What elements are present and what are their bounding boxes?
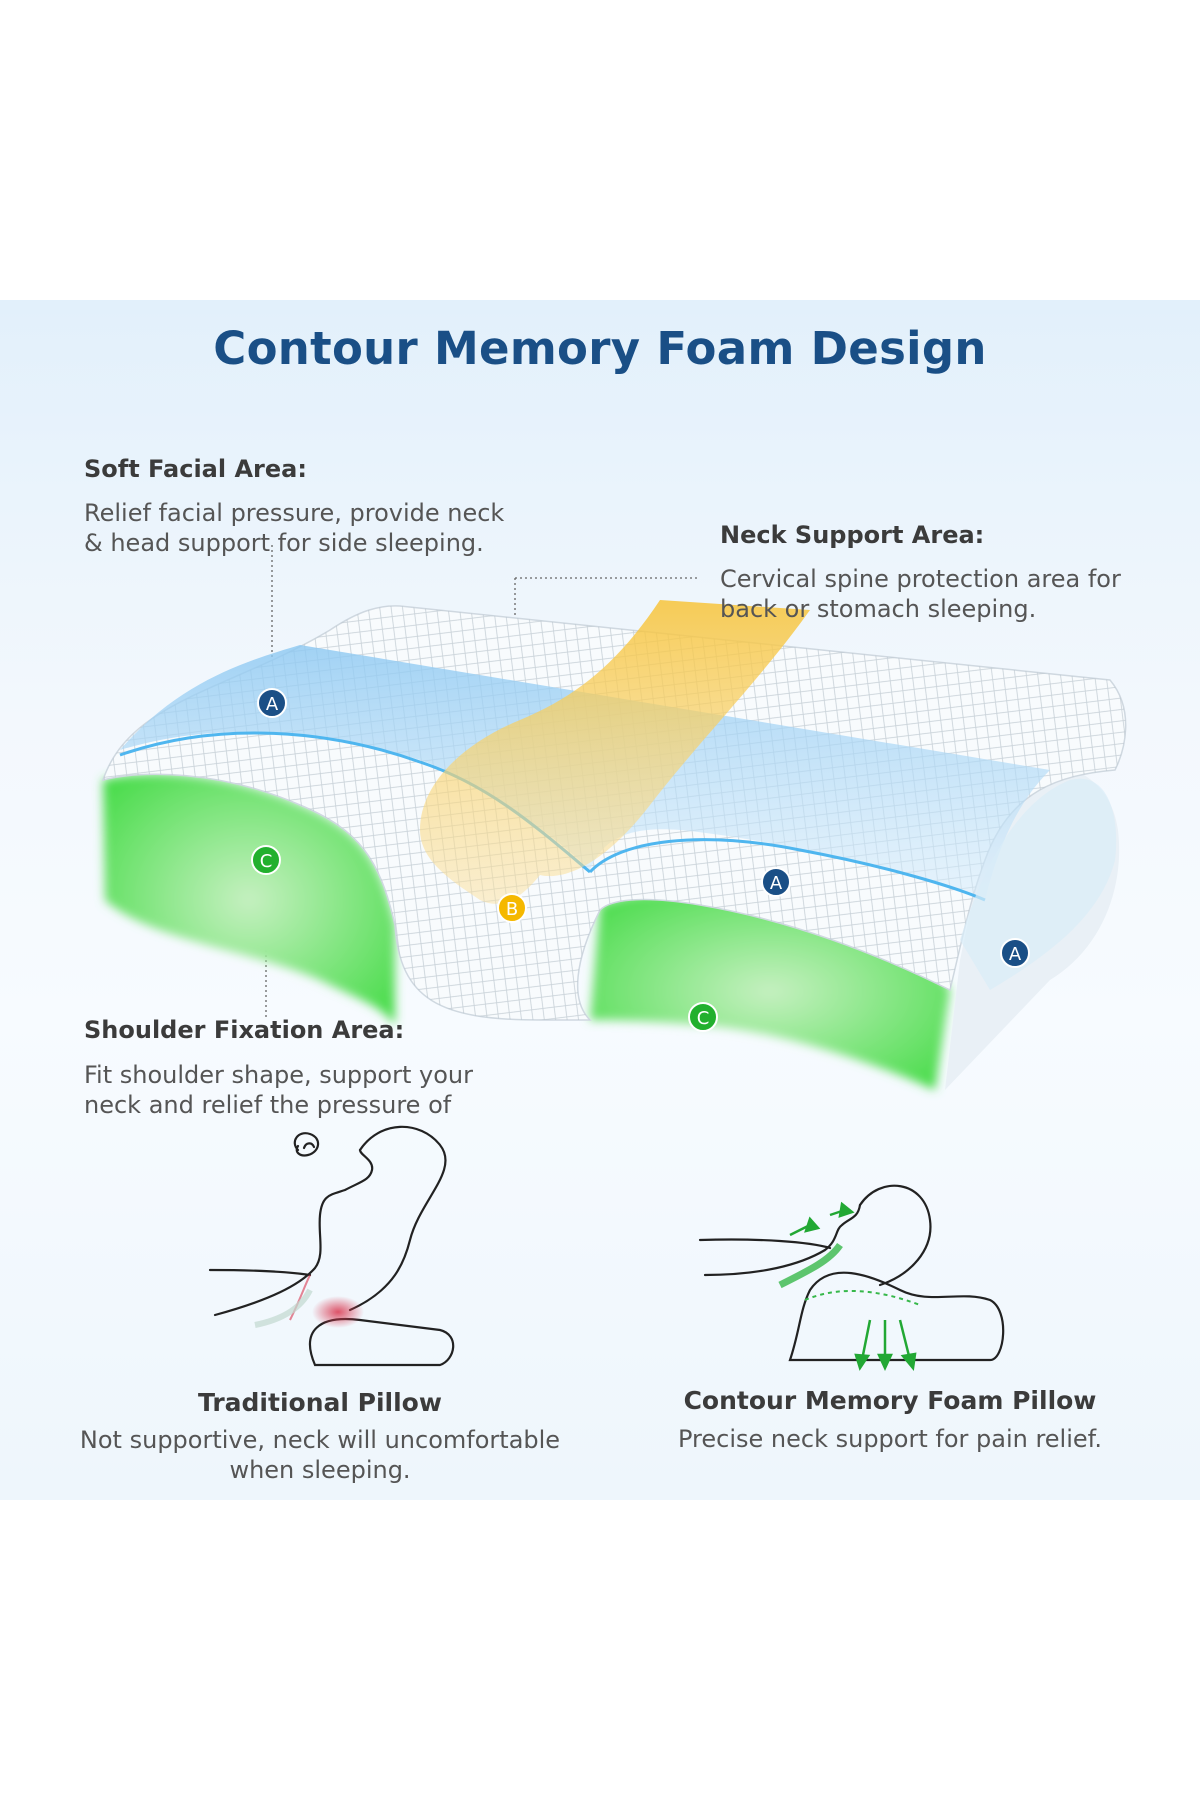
shoulder-fixation-description: Fit shoulder shape, support your neck an…: [84, 1060, 564, 1120]
support-arrow-icon: [789, 1201, 917, 1371]
pillow-front-left: [103, 774, 395, 1025]
marker-b-icon: B: [497, 893, 527, 923]
neck-support-line2: back or stomach sleeping.: [720, 595, 1037, 623]
marker-c-icon: C: [251, 845, 281, 875]
soft-facial-description: Relief facial pressure, provide neck & h…: [84, 498, 564, 558]
contour-pillow-icon: [698, 1184, 1005, 1362]
svg-text:A: A: [266, 694, 279, 715]
soft-facial-heading: Soft Facial Area:: [84, 455, 307, 483]
traditional-pillow-icon: [208, 1125, 455, 1367]
neck-support-description: Cervical spine protection area for back …: [720, 564, 1160, 624]
marker-c-icon: C: [688, 1002, 718, 1032]
marker-a-icon: A: [761, 867, 791, 897]
neck-support-heading: Neck Support Area:: [720, 521, 985, 549]
info-panel: Contour Memory Foam Design: [0, 300, 1200, 1500]
yellow-zone: [420, 600, 810, 904]
comparison-illustrations: [208, 1125, 1005, 1371]
traditional-pillow-title: Traditional Pillow: [198, 1388, 442, 1417]
soft-facial-line1: Relief facial pressure, provide neck: [84, 499, 505, 527]
contour-pillow-title: Contour Memory Foam Pillow: [683, 1386, 1097, 1415]
traditional-pillow-line1: Not supportive, neck will uncomfortable: [79, 1426, 561, 1454]
contour-pillow-description: Precise neck support for pain relief.: [640, 1424, 1140, 1454]
svg-text:C: C: [697, 1008, 710, 1029]
pillow-illustration: [101, 545, 1127, 1090]
page-title: Contour Memory Foam Design: [213, 322, 987, 375]
svg-text:A: A: [770, 873, 783, 894]
svg-text:C: C: [260, 851, 273, 872]
marker-a-icon: A: [1000, 938, 1030, 968]
svg-text:B: B: [506, 899, 518, 920]
zone-markers: A A A B C C: [251, 688, 1030, 1032]
soft-facial-line2: & head support for side sleeping.: [84, 529, 484, 557]
traditional-pillow-line2: when sleeping.: [229, 1456, 411, 1484]
shoulder-fixation-line2: neck and relief the pressure of: [84, 1091, 452, 1119]
pain-spot-icon: [312, 1296, 364, 1328]
shoulder-fixation-heading: Shoulder Fixation Area:: [84, 1016, 405, 1044]
traditional-pillow-description: Not supportive, neck will uncomfortable …: [40, 1425, 600, 1485]
neck-support-line1: Cervical spine protection area for: [720, 565, 1121, 593]
contour-pillow-line1: Precise neck support for pain relief.: [677, 1425, 1102, 1453]
svg-text:A: A: [1009, 944, 1022, 965]
shoulder-fixation-line1: Fit shoulder shape, support your: [84, 1061, 473, 1089]
marker-a-icon: A: [257, 688, 287, 718]
